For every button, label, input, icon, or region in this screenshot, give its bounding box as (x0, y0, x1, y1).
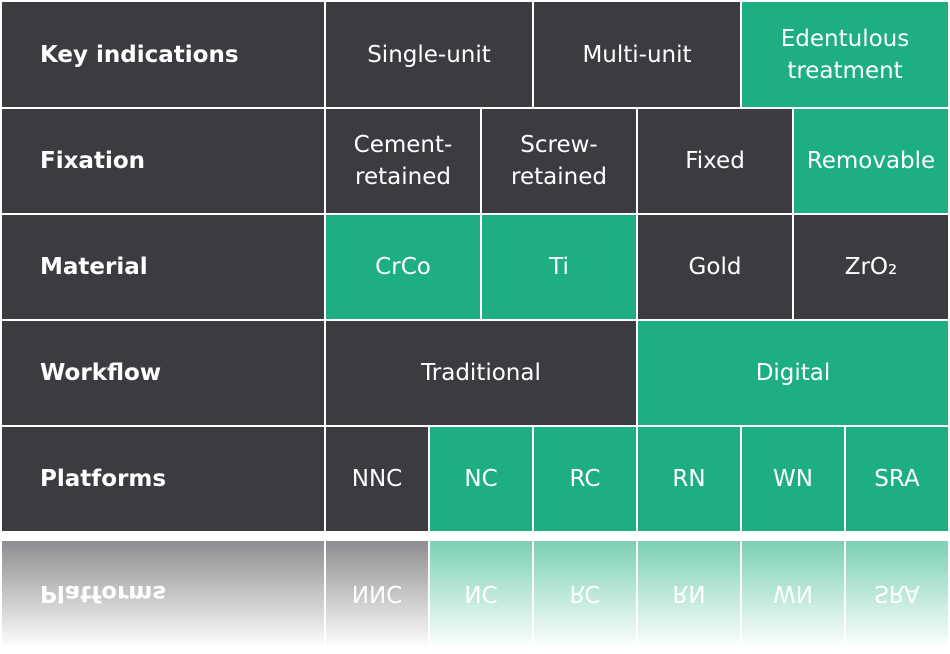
reflection-option-rn: RN (638, 541, 740, 645)
reflection-option-rc: RC (534, 541, 636, 645)
reflection-label-platforms: Platforms (2, 541, 324, 645)
option-multi-unit[interactable]: Multi-unit (534, 2, 740, 107)
option-nnc[interactable]: NNC (326, 427, 428, 531)
option-removable[interactable]: Removable (794, 109, 948, 213)
row-label-fixation: Fixation (2, 109, 324, 213)
option-edentulous-treatment[interactable]: Edentulous treatment (742, 2, 948, 107)
option-sra[interactable]: SRA (846, 427, 948, 531)
row-label-key-indications: Key indications (2, 2, 324, 107)
option-screw-retained[interactable]: Screw-retained (482, 109, 636, 213)
option-fixed[interactable]: Fixed (638, 109, 792, 213)
option-ti[interactable]: Ti (482, 215, 636, 319)
row-label-workflow: Workflow (2, 321, 324, 425)
reflection-inner: Platforms NNC NC RC RN WN SRA (0, 538, 950, 645)
option-cement-retained[interactable]: Cement-retained (326, 109, 480, 213)
option-traditional[interactable]: Traditional (326, 321, 636, 425)
option-rn[interactable]: RN (638, 427, 740, 531)
reflection-option-sra: SRA (846, 541, 948, 645)
option-nc[interactable]: NC (430, 427, 532, 531)
option-gold[interactable]: Gold (638, 215, 792, 319)
option-digital[interactable]: Digital (638, 321, 948, 425)
reflection-option-nc: NC (430, 541, 532, 645)
option-wn[interactable]: WN (742, 427, 844, 531)
option-single-unit[interactable]: Single-unit (326, 2, 532, 107)
option-rc[interactable]: RC (534, 427, 636, 531)
platforms-row-reflection: Platforms NNC NC RC RN WN SRA (0, 538, 950, 654)
reflection-option-wn: WN (742, 541, 844, 645)
row-label-material: Material (2, 215, 324, 319)
option-zro2[interactable]: ZrO₂ (794, 215, 948, 319)
row-label-platforms: Platforms (2, 427, 324, 531)
option-crco[interactable]: CrCo (326, 215, 480, 319)
reflection-option-nnc: NNC (326, 541, 428, 645)
